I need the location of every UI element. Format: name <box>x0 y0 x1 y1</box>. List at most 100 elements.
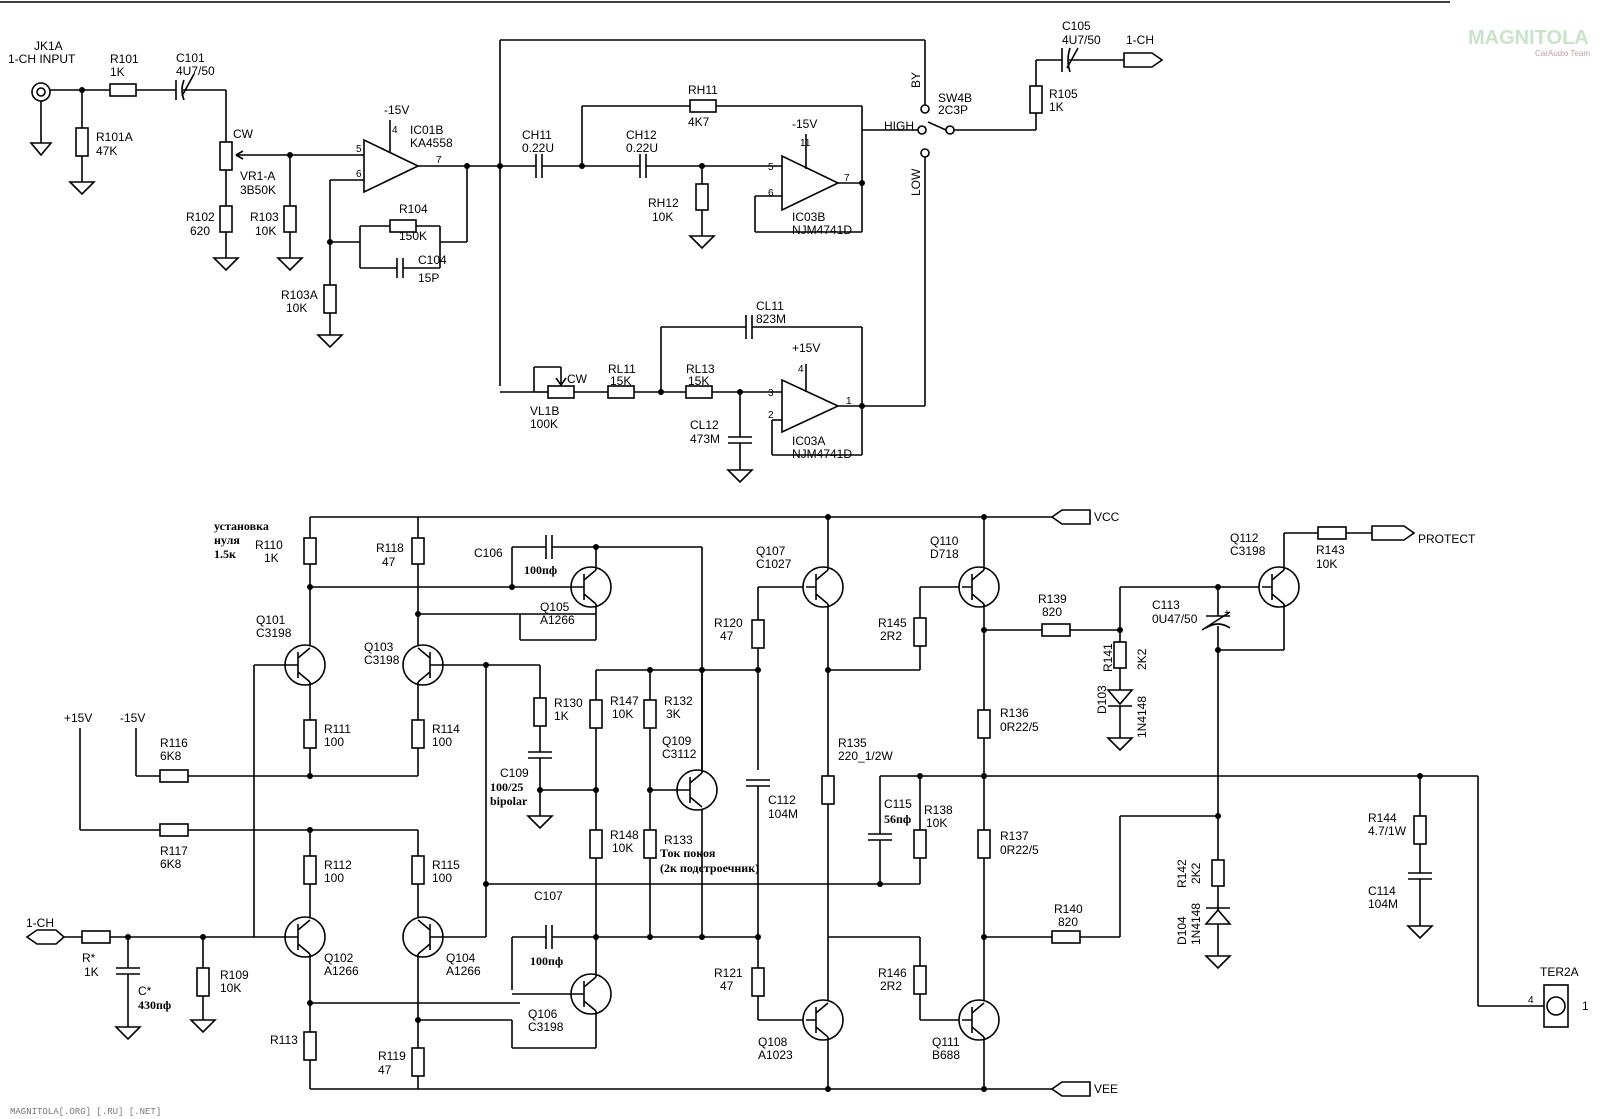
r114-value: 100 <box>432 735 452 749</box>
q111-value: B688 <box>932 1048 960 1062</box>
r115-resistor <box>411 855 425 885</box>
r101a-value: 47K <box>96 144 117 158</box>
c104-label: C104 <box>418 253 447 267</box>
r113-resistor <box>303 1031 317 1061</box>
protect-connector <box>1371 525 1416 541</box>
r143-resistor <box>1317 526 1347 540</box>
r102-resistor <box>219 205 233 233</box>
vl1b-potentiometer <box>547 385 575 399</box>
r105-label: R105 <box>1049 87 1078 101</box>
q106-label: Q106 <box>528 1007 558 1021</box>
r105-resistor <box>1029 85 1043 114</box>
ic03a-pin2: 2 <box>768 410 774 421</box>
c105-capacitor <box>1067 47 1071 73</box>
c104-value: 15P <box>418 271 439 285</box>
q110-label: Q110 <box>930 534 959 548</box>
c112-label: C112 <box>768 793 796 807</box>
r141-value: 2K2 <box>1135 648 1149 670</box>
r146-value: 2R2 <box>880 979 902 993</box>
ground-icon <box>316 334 344 349</box>
ic01b-opamp <box>363 138 420 194</box>
r140-value: 820 <box>1058 915 1078 929</box>
watermark-sub: CarAudio Team <box>1535 49 1590 58</box>
rl13-label: RL13 <box>686 362 715 376</box>
r140-resistor <box>1051 930 1081 944</box>
r120-resistor <box>751 619 765 649</box>
r112-label: R112 <box>324 858 352 872</box>
vr1a-label: VR1-A <box>240 169 275 183</box>
amp-input-connector <box>25 929 66 945</box>
ic03a-pin3: 3 <box>768 388 774 399</box>
r138-label: R138 <box>924 803 953 817</box>
vr1a-potentiometer <box>219 141 233 171</box>
r143-value: 10K <box>1316 557 1337 571</box>
r103-resistor <box>283 205 297 233</box>
r116-label: R116 <box>160 736 188 750</box>
r141-label: R141 <box>1101 643 1115 672</box>
cstar-value: 430пф <box>138 998 171 1012</box>
r110-label: R110 <box>255 538 283 552</box>
ic03b-pin11: 11 <box>800 138 811 149</box>
q106-value: C3198 <box>528 1020 564 1034</box>
r147-resistor <box>589 699 603 729</box>
c109-label: C109 <box>500 766 529 780</box>
ic03b-pin6: 6 <box>768 188 774 199</box>
c112-value: 104M <box>768 807 798 821</box>
ic03a-label: IC03A <box>792 434 825 448</box>
sw4b-label: SW4B <box>938 91 972 105</box>
c115-value: 56пф <box>884 812 911 826</box>
rstar-value: 1K <box>84 965 99 979</box>
r119-label: R119 <box>378 1049 406 1063</box>
rh12-value: 10K <box>652 210 673 224</box>
r103a-label: R103A <box>281 288 318 302</box>
amp-input-label: 1-CH <box>26 916 54 930</box>
watermark-logo: MAGNITOLA <box>1468 27 1589 49</box>
q107-transistor <box>802 566 844 608</box>
c105-value: 4U7/50 <box>1062 33 1101 47</box>
bias-note-line2: (2к подстроечник) <box>660 861 759 875</box>
ic03a-pin4: 4 <box>798 364 804 375</box>
d103-diode <box>1106 689 1134 706</box>
ground-icon <box>212 257 240 272</box>
r120-label: R120 <box>714 616 743 630</box>
r148-label: R148 <box>610 828 639 842</box>
r139-resistor <box>1041 623 1071 637</box>
r112-resistor <box>303 855 317 885</box>
r102-label: R102 <box>186 210 215 224</box>
q110-transistor <box>958 566 1000 608</box>
d103-label: D103 <box>1095 685 1109 714</box>
ch11-value: 0.22U <box>522 141 554 155</box>
ic01-pin6: 6 <box>356 169 362 180</box>
r145-label: R145 <box>878 616 907 630</box>
r102-value: 620 <box>190 224 210 238</box>
minus15-label: -15V <box>120 711 145 725</box>
r133-label: R133 <box>664 833 693 847</box>
ground-icon <box>526 815 554 830</box>
ter2a-pin4: 4 <box>1528 995 1534 1006</box>
r101-value: 1K <box>110 65 125 79</box>
c114-value: 104M <box>1368 897 1398 911</box>
q110-value: D718 <box>930 547 959 561</box>
r138-resistor <box>913 829 927 859</box>
c106-label: C106 <box>474 546 503 560</box>
c114-label: C114 <box>1368 884 1396 898</box>
c101-capacitor <box>181 79 185 101</box>
rh11-value: 4K7 <box>688 115 710 129</box>
r138-value: 10K <box>926 816 947 830</box>
q104-label: Q104 <box>446 951 476 965</box>
r109-value: 10K <box>220 981 241 995</box>
r110-value: 1K <box>264 551 279 565</box>
ter2a-label: TER2A <box>1540 965 1579 979</box>
zero-note-line1: установка <box>214 519 269 533</box>
q105-label: Q105 <box>540 600 570 614</box>
r146-label: R146 <box>878 966 907 980</box>
switch-by-label: BY <box>909 72 923 88</box>
r136-label: R136 <box>1000 706 1029 720</box>
ic03a-pin1: 1 <box>846 396 852 407</box>
c113-plus: + <box>1224 608 1230 619</box>
r139-label: R139 <box>1038 592 1067 606</box>
c101-value: 4U7/50 <box>176 64 215 78</box>
r105-value: 1K <box>1049 100 1064 114</box>
cl11-label: CL11 <box>756 299 784 313</box>
r148-value: 10K <box>612 841 633 855</box>
